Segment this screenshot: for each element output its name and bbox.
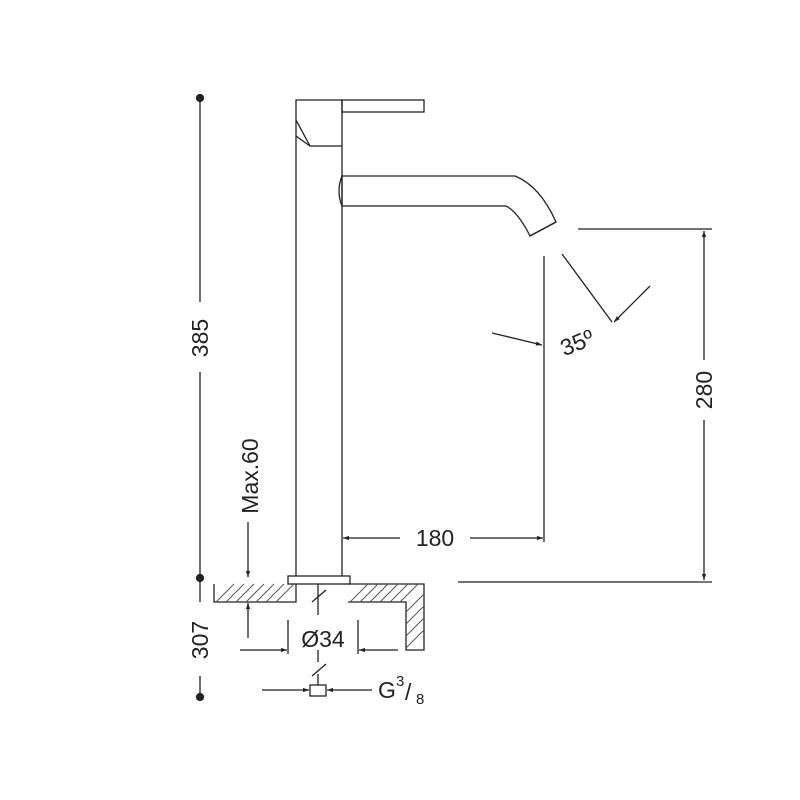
base-flange [287,575,351,585]
supply-pipe [309,584,327,697]
handle-lever [341,99,425,113]
connection-letter: G [378,677,396,703]
handle-cap [295,99,343,147]
connection-slash: / [405,679,412,705]
max-thickness-label: Max.60 [237,438,263,513]
spout-reach-label: 180 [416,525,454,551]
total-height-label: 385 [187,319,213,357]
spout-angle-label: 35º [556,324,598,361]
angle-flow-line [561,253,613,323]
bottom-dimension-dot [195,692,205,702]
countertop-hatching [215,583,425,649]
countertop-right [348,583,425,651]
spout-joint [338,175,343,207]
angle-arrow-left [491,332,543,346]
connection-denominator: 8 [416,691,424,708]
connection-numerator: 3 [396,673,404,690]
spout-height-label: 280 [691,371,717,409]
spout-height-dimension [458,228,712,583]
spout-reach-dimension [343,256,545,542]
countertop [213,583,425,651]
pipe-break-mark-top [311,589,327,603]
base-diameter-label: Ø34 [301,626,345,652]
pipe-break-mark-bottom [311,663,327,677]
faucet-body [287,99,557,585]
counter-dimension-dot [195,573,205,583]
thread-connector [309,684,327,697]
spout [341,175,557,237]
base-diameter-dimension [240,620,398,654]
top-dimension-dot [195,93,205,103]
below-counter-label: 307 [187,621,213,659]
total-height-dimension [195,93,205,702]
connection-thread-label: G 3 / 8 [378,673,424,708]
spout-outlet [529,221,557,237]
countertop-left [213,584,297,603]
spout-angle-dimension [491,253,651,346]
angle-arrow-right [613,285,651,323]
handle-bevel [295,119,311,147]
